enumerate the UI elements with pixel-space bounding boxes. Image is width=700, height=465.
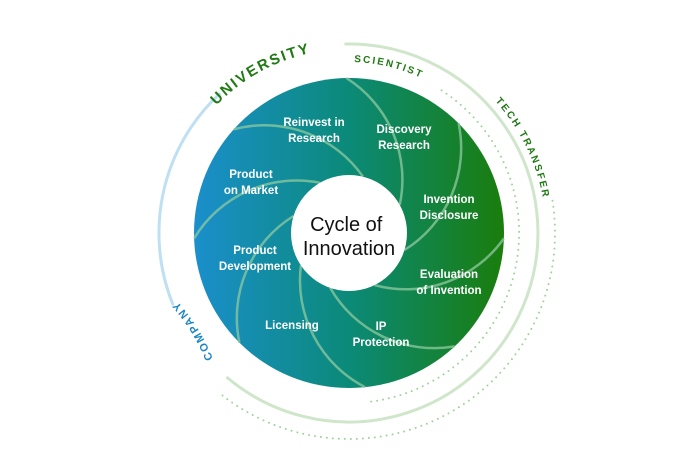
company-ring-arc [157,92,221,306]
segment-divider [193,179,321,240]
segment-divider [329,287,455,350]
scientist-dotted-arc [365,89,521,404]
tech-transfer-dotted-arc [221,199,557,440]
center-circle [291,175,407,291]
segment-divider [298,265,366,389]
segment-divider [345,76,404,206]
university-ring-arc [226,42,540,424]
center-title: Cycle of Innovation [303,214,395,260]
segment-divider [235,214,295,343]
segment-divider [374,237,505,291]
segment-label-licensing: Licensing [265,320,319,332]
company-label: COMPANY [170,298,216,362]
segment-divider [403,123,463,252]
tech-transfer-label: TECH TRANSFER [493,96,551,200]
segment-dividers [193,76,505,389]
segment-divider [233,124,365,178]
scientist-label: SCIENTIST [354,54,425,81]
